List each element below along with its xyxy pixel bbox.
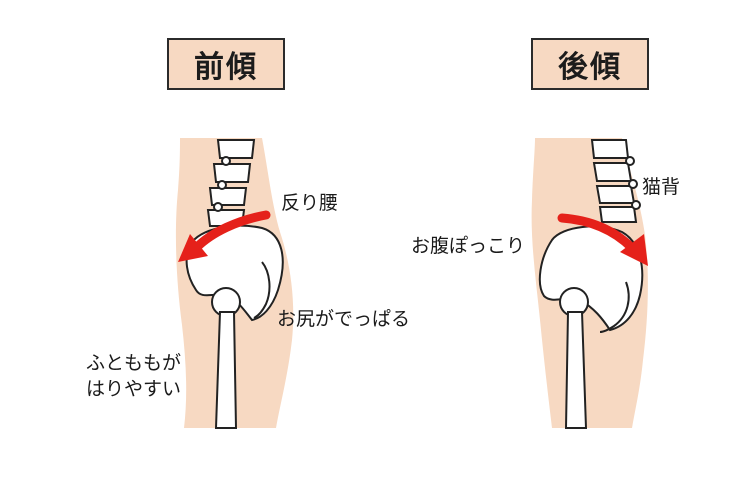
left-sacrum: [253, 261, 271, 319]
right-figure: [531, 138, 648, 429]
label-thigh-line2: はりやすい: [86, 378, 182, 400]
right-title: 後傾: [531, 38, 649, 90]
right-sacrum: [599, 281, 630, 333]
left-title: 前傾: [167, 38, 285, 90]
label-back: 猫背: [642, 176, 681, 198]
right-red-arrowhead: [620, 234, 648, 266]
right-spine: [590, 139, 641, 223]
left-red-arrow: [191, 210, 271, 253]
label-thigh-line1: ふとももが: [86, 352, 182, 374]
right-red-arrow: [557, 213, 637, 253]
label-belly: お腹ぽっこり: [411, 235, 526, 257]
left-pelvis: [185, 224, 284, 322]
label-lower-back: 反り腰: [281, 192, 339, 214]
left-red-arrowhead: [178, 234, 208, 262]
right-pelvis: [538, 225, 644, 332]
right-femur: [559, 287, 589, 429]
left-figure: [175, 138, 294, 429]
left-femur: [211, 287, 241, 429]
label-buttocks: お尻がでっぱる: [277, 308, 411, 330]
